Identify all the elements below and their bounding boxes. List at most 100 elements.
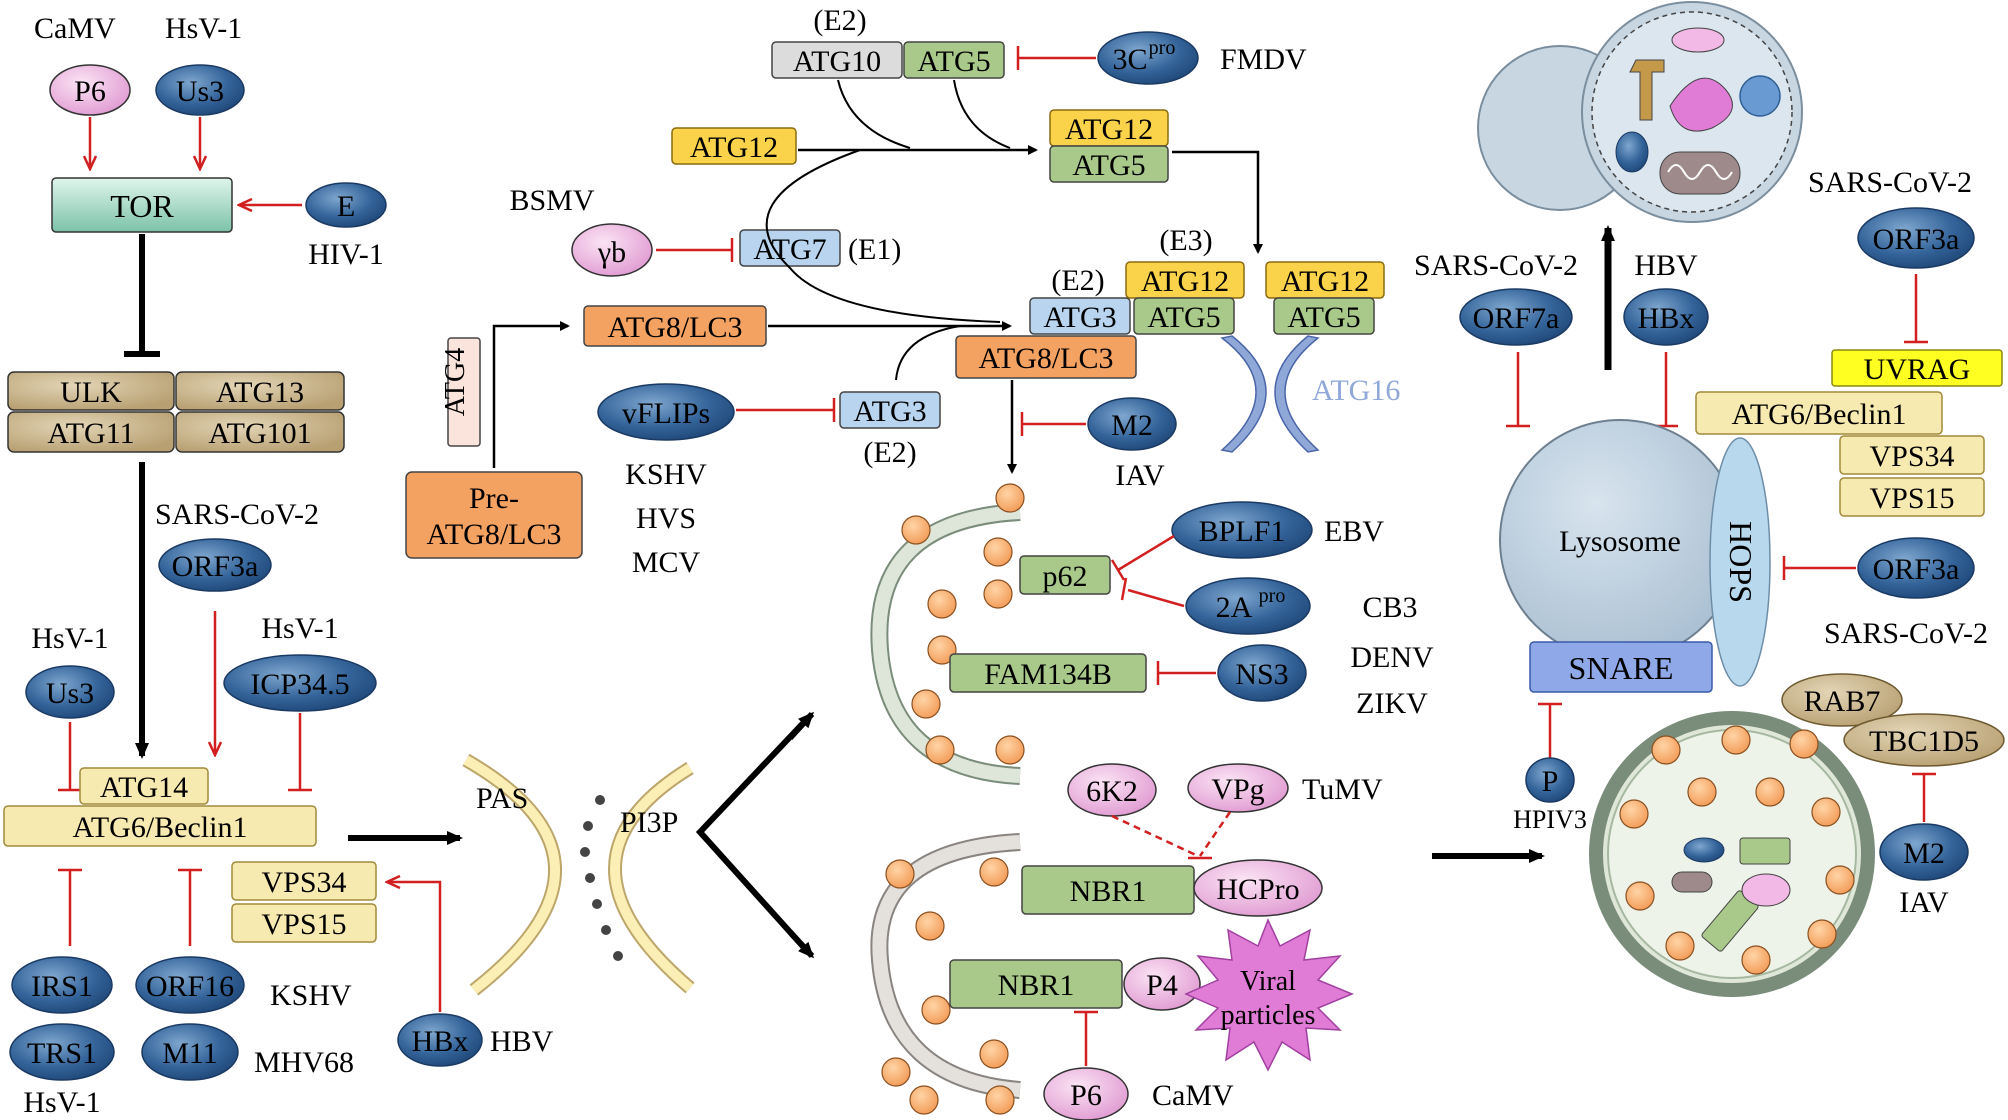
pas-membrane-inner xyxy=(463,755,560,994)
viral-label: Viral xyxy=(1240,966,1296,997)
atg13-box xyxy=(175,371,345,411)
vpg-inhibit-line xyxy=(1198,811,1232,857)
hops-label: HOPS xyxy=(1723,521,1759,603)
atg12-b-label: ATG12 xyxy=(1065,113,1153,146)
phagophore-lower-inner xyxy=(872,835,1021,1097)
iav-a-label: IAV xyxy=(1115,459,1165,492)
vflips-label: vFLIPs xyxy=(622,397,710,430)
atg13-label: ATG13 xyxy=(216,376,304,409)
beclin-box xyxy=(3,805,317,847)
orf3a-label: ORF3a xyxy=(172,550,259,583)
m11-protein xyxy=(141,1023,239,1081)
upper-orange-particles xyxy=(901,483,1025,765)
bplf1-protein xyxy=(1171,501,1313,559)
pas-label: PAS xyxy=(476,782,528,815)
fmdv-label: FMDV xyxy=(1220,43,1307,76)
orf16-label: ORF16 xyxy=(146,970,234,1003)
hbv-lyso-label: HBV xyxy=(1634,249,1698,282)
cargo-virus-blue xyxy=(1739,75,1781,117)
cargo-pink-oval xyxy=(1671,27,1725,53)
bplf1-inhibit-bar xyxy=(1110,559,1126,581)
cargo-mito-b xyxy=(1671,871,1713,893)
atg10-label: ATG10 xyxy=(793,45,881,78)
hsv1-c-label: HsV-1 xyxy=(23,1086,100,1119)
m2-a-protein xyxy=(1087,397,1177,451)
e2-b-label: (E2) xyxy=(1051,264,1104,297)
2apro-label: 2A xyxy=(1216,591,1253,624)
gb-protein xyxy=(571,223,653,277)
bplf1-inhibit-line xyxy=(1117,534,1175,572)
pas-branch-lines xyxy=(695,715,811,955)
vpg-protein xyxy=(1187,763,1289,813)
receptors-section: p62 FAM134B BPLF1 EBV 2A pro CB3 NS3 DEN… xyxy=(870,483,1545,1120)
vpg-label: VPg xyxy=(1211,773,1264,806)
pi3p-label: PI3P xyxy=(620,806,678,839)
p4-protein xyxy=(1123,957,1201,1011)
tor-box xyxy=(51,177,233,233)
orf3a-c-label: ORF3a xyxy=(1873,553,1960,586)
atg3-curve xyxy=(895,325,961,381)
us3-protein xyxy=(155,64,245,116)
3cpro-superscript: pro xyxy=(1149,37,1176,59)
atg5-a-label: ATG5 xyxy=(917,45,990,78)
nbr1-b-label: NBR1 xyxy=(998,969,1075,1002)
hbx-to-vps34-arrow xyxy=(388,882,442,1012)
tor-section: CaMV HsV-1 P6 Us3 TOR E HIV-1 xyxy=(34,12,387,357)
pi3p-membrane-inner xyxy=(610,763,694,992)
atg12-a-box xyxy=(671,127,797,165)
cb3-label: CB3 xyxy=(1362,591,1417,624)
e1-label: (E1) xyxy=(848,233,901,266)
atg3-b-label: ATG3 xyxy=(853,395,926,428)
pre-atg8-label: ATG8/LC3 xyxy=(427,518,562,551)
phagophore-upper-inner xyxy=(872,505,1021,783)
cargo-blue-oval xyxy=(1615,131,1649,173)
tumv-label: TuMV xyxy=(1302,773,1383,806)
m2-b-label: M2 xyxy=(1903,837,1945,870)
e2-a-label: (E2) xyxy=(813,4,866,37)
rab7-label: RAB7 xyxy=(1804,685,1881,718)
vps34-label: VPS34 xyxy=(261,866,346,899)
2apro-inhibit-line xyxy=(1127,588,1185,608)
branch-down-arrow xyxy=(787,929,815,959)
lysosome-section: SARS-CoV-2 ORF7a HBV HBx SARS-CoV-2 ORF3… xyxy=(1414,1,2005,997)
3cpro-protein xyxy=(1097,31,1199,85)
cargo-pink-b xyxy=(1741,873,1791,907)
6k2-inhibit-line xyxy=(1111,814,1199,858)
p6-b-protein xyxy=(1043,1067,1129,1120)
hsv1-a-label: HsV-1 xyxy=(31,622,108,655)
viral-particles-burst xyxy=(1184,918,1354,1072)
lower-orange-particles xyxy=(881,857,1015,1115)
mhv68-label: MHV68 xyxy=(254,1046,354,1079)
beclin-lyso-box xyxy=(1695,391,1943,435)
kshv-label: KSHV xyxy=(270,979,352,1012)
icp34-label: ICP34.5 xyxy=(250,668,349,701)
hbx-left-protein xyxy=(397,1013,483,1067)
conjugation-section: (E2) ATG10 ATG5 3C pro FMDV ATG12 ATG12 … xyxy=(405,4,1400,579)
atg14-box xyxy=(79,767,209,805)
camv-b-label: CaMV xyxy=(1152,1079,1234,1112)
orf16-protein xyxy=(135,956,245,1014)
hcpro-protein xyxy=(1193,859,1323,917)
orf3a-b-protein xyxy=(1857,207,1975,269)
lysosome-label: Lysosome xyxy=(1559,525,1681,558)
e-label: E xyxy=(337,190,355,223)
tbc1d5-protein xyxy=(1843,713,2005,767)
atg5-d-label: ATG5 xyxy=(1287,301,1360,334)
p62-label: p62 xyxy=(1043,560,1088,593)
hbx-lyso-protein xyxy=(1623,288,1709,346)
orf7a-protein xyxy=(1459,288,1573,346)
us3-b-label: Us3 xyxy=(46,677,94,710)
6k2-label: 6K2 xyxy=(1086,775,1138,808)
sars-b-label: SARS-CoV-2 xyxy=(1808,166,1972,199)
atg12-a-label: ATG12 xyxy=(690,131,778,164)
rab7-protein xyxy=(1781,673,1903,727)
atg101-label: ATG101 xyxy=(208,417,311,450)
atg3-a-box xyxy=(1029,297,1131,335)
sars-cov2-label: SARS-CoV-2 xyxy=(155,498,319,531)
atg5-c-box xyxy=(1133,297,1235,335)
e-protein xyxy=(305,182,387,228)
2apro-inhibit-bar xyxy=(1120,577,1128,601)
atg4-label: ATG4 xyxy=(440,348,471,416)
complex-to-e3-arrow xyxy=(1172,150,1263,254)
